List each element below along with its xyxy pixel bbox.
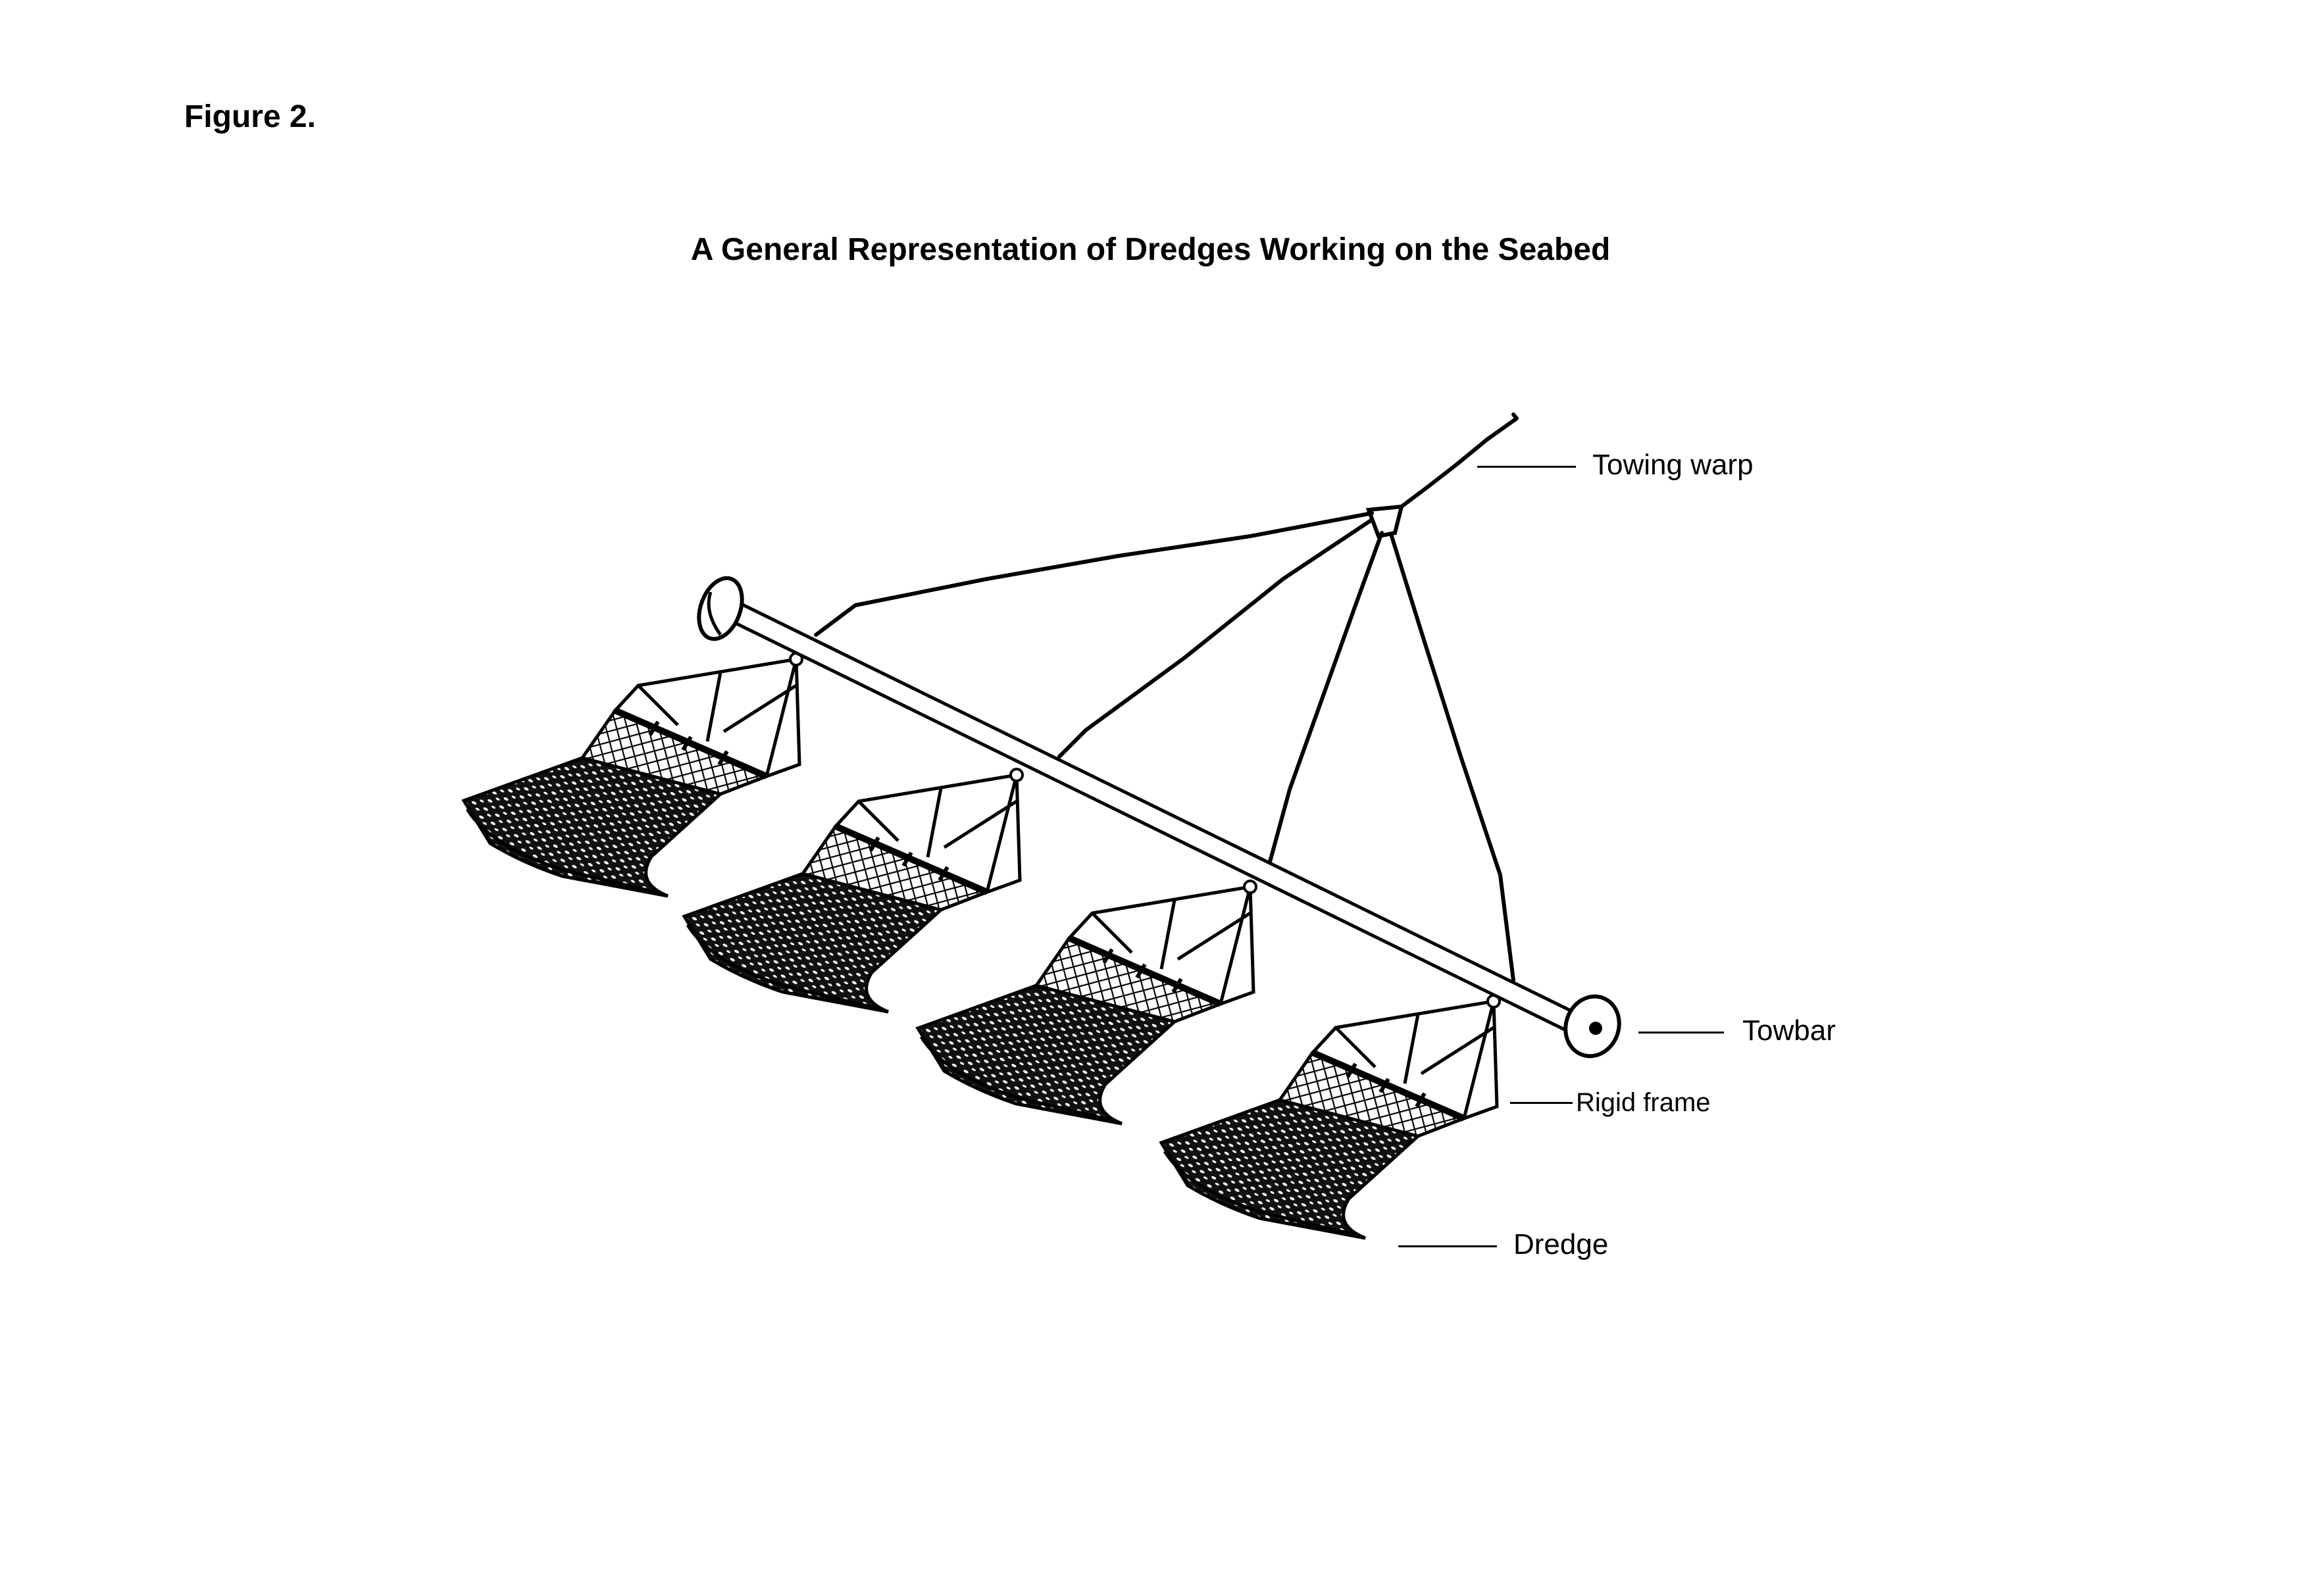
towing-warp-label: Towing warp xyxy=(1592,449,1754,481)
rigid-frame-leader xyxy=(1510,1102,1573,1104)
dredge-2 xyxy=(684,769,1023,1012)
towbar xyxy=(697,576,1621,1059)
shackle-icon xyxy=(1365,504,1404,539)
figure-title: A General Representation of Dredges Work… xyxy=(690,232,1611,267)
towbar-label: Towbar xyxy=(1742,1014,1836,1047)
rigid-frame-label: Rigid frame xyxy=(1576,1088,1711,1117)
bridle-2 xyxy=(1057,518,1374,759)
towbar-leader xyxy=(1638,1032,1724,1034)
towing-warp-leader xyxy=(1477,466,1576,468)
towing-warp-line xyxy=(1400,412,1519,509)
bridle-right xyxy=(1390,534,1515,982)
dredge-1 xyxy=(464,653,802,896)
dredge-3 xyxy=(918,881,1256,1124)
dredge-leader xyxy=(1398,1245,1497,1247)
bridle-left xyxy=(814,511,1374,637)
figure-number: Figure 2. xyxy=(184,99,316,134)
bridle-3 xyxy=(1268,531,1384,864)
dredge-label: Dredge xyxy=(1513,1228,1609,1260)
dredge-4 xyxy=(1161,995,1500,1238)
